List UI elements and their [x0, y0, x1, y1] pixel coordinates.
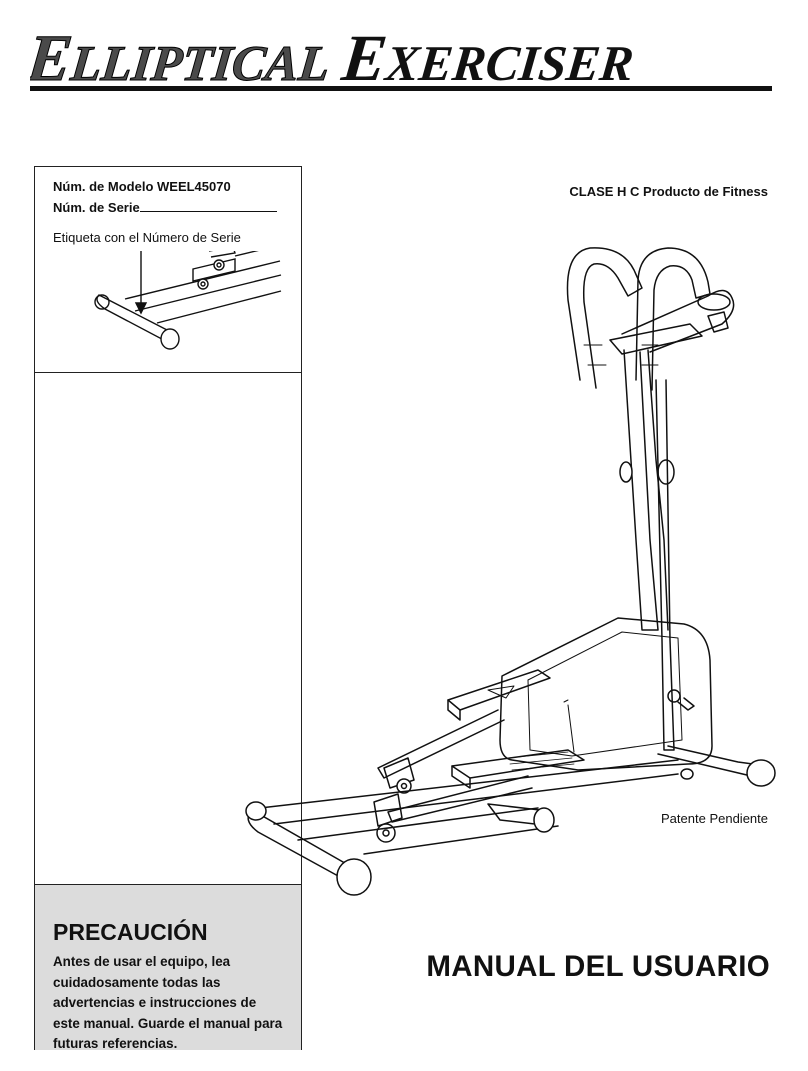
caution-box: PRECAUCIÓN Antes de usar el equipo, lea … — [35, 884, 301, 1051]
product-class-label: CLASE H C Producto de Fitness — [569, 184, 768, 199]
serial-label-location-drawing — [94, 251, 282, 350]
caution-text: Antes de usar el equipo, lea cuidadosame… — [53, 954, 283, 1051]
patent-pending: Patente Pendiente — [661, 811, 768, 826]
model-number: Núm. de Modelo WEEL45070 — [53, 179, 231, 194]
title-word-1: LLIPTICAL — [67, 35, 332, 90]
title-word-2-initial: E — [338, 22, 391, 90]
brand-title: ELLIPTICAL EXERCISER — [30, 22, 638, 90]
serial-number-blank — [139, 199, 277, 212]
serial-number-line: Núm. de Serie — [53, 199, 277, 215]
elliptical-exerciser-illustration — [245, 247, 776, 896]
serial-label-caption: Etiqueta con el Número de Serie — [53, 230, 241, 245]
caution-title: PRECAUCIÓN — [53, 919, 208, 945]
serial-number-label: Núm. de Serie — [53, 200, 140, 215]
title-word-1-initial: E — [30, 22, 76, 90]
serial-number-box: Núm. de Modelo WEEL45070 Núm. de Serie E… — [35, 167, 301, 373]
manual-title: MANUAL DEL USUARIO — [426, 950, 770, 983]
left-column-frame: Núm. de Modelo WEEL45070 Núm. de Serie E… — [34, 166, 302, 1051]
title-word-2: XERCISER — [381, 35, 636, 90]
title-rule — [30, 86, 772, 91]
svg-text:ELLIPTICAL EXERCISER: ELLIPTICAL EXERCISER — [30, 22, 638, 90]
